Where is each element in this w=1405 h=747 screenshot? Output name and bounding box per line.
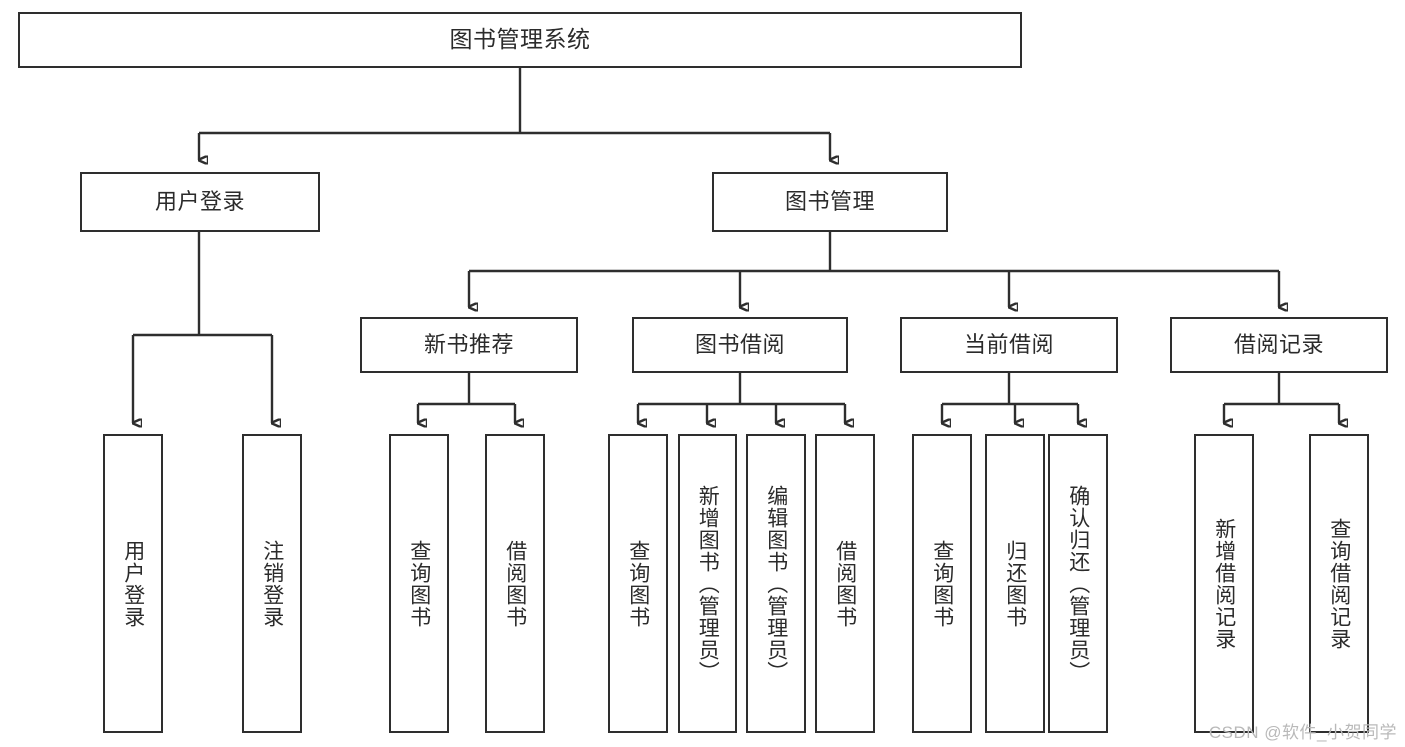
node-label: 图书管理系统 — [449, 26, 591, 53]
node-label: 当前借阅 — [963, 331, 1054, 357]
node-label: 用户登录 — [121, 539, 145, 628]
node-user-login[interactable]: 用户登录 — [80, 172, 320, 232]
node-label: 借阅图书 — [503, 539, 527, 628]
node-label: 查询图书 — [626, 539, 650, 628]
leaf-return-book[interactable]: 归还图书 — [985, 434, 1045, 733]
node-label: 编辑图书（管理员） — [764, 484, 788, 683]
node-label: 借阅图书 — [833, 539, 857, 628]
leaf-query-book-borrow[interactable]: 查询图书 — [608, 434, 668, 733]
leaf-borrow-book[interactable]: 借阅图书 — [815, 434, 875, 733]
leaf-query-book-new[interactable]: 查询图书 — [389, 434, 449, 733]
watermark: CSDN @软件_小贺同学 — [1208, 723, 1397, 742]
node-new-book-recommend[interactable]: 新书推荐 — [360, 317, 578, 373]
node-book-management[interactable]: 图书管理 — [712, 172, 948, 232]
node-label: 归还图书 — [1003, 539, 1027, 628]
node-label: 查询图书 — [407, 539, 431, 628]
node-current-borrow[interactable]: 当前借阅 — [900, 317, 1118, 373]
leaf-add-borrow-record[interactable]: 新增借阅记录 — [1194, 434, 1254, 733]
node-book-borrow[interactable]: 图书借阅 — [632, 317, 848, 373]
node-root-book-management-system[interactable]: 图书管理系统 — [18, 12, 1022, 68]
node-label: 注销登录 — [260, 539, 284, 628]
node-label: 查询图书 — [930, 539, 954, 628]
leaf-logout[interactable]: 注销登录 — [242, 434, 302, 733]
node-borrow-record[interactable]: 借阅记录 — [1170, 317, 1388, 373]
node-label: 图书借阅 — [694, 331, 785, 357]
node-label: 借阅记录 — [1233, 331, 1324, 357]
node-label: 查询借阅记录 — [1327, 517, 1351, 650]
leaf-borrow-book-new[interactable]: 借阅图书 — [485, 434, 545, 733]
node-label: 新增图书（管理员） — [696, 484, 720, 683]
leaf-edit-book-admin[interactable]: 编辑图书（管理员） — [746, 434, 806, 733]
leaf-query-book-current[interactable]: 查询图书 — [912, 434, 972, 733]
node-label: 确认归还（管理员） — [1066, 484, 1090, 683]
leaf-confirm-return-admin[interactable]: 确认归还（管理员） — [1048, 434, 1108, 733]
node-label: 图书管理 — [784, 188, 875, 214]
node-label: 新书推荐 — [423, 331, 514, 357]
node-label: 用户登录 — [154, 188, 245, 214]
leaf-add-book-admin[interactable]: 新增图书（管理员） — [678, 434, 737, 733]
leaf-query-borrow-record[interactable]: 查询借阅记录 — [1309, 434, 1369, 733]
node-label: 新增借阅记录 — [1212, 517, 1236, 650]
leaf-user-login[interactable]: 用户登录 — [103, 434, 163, 733]
